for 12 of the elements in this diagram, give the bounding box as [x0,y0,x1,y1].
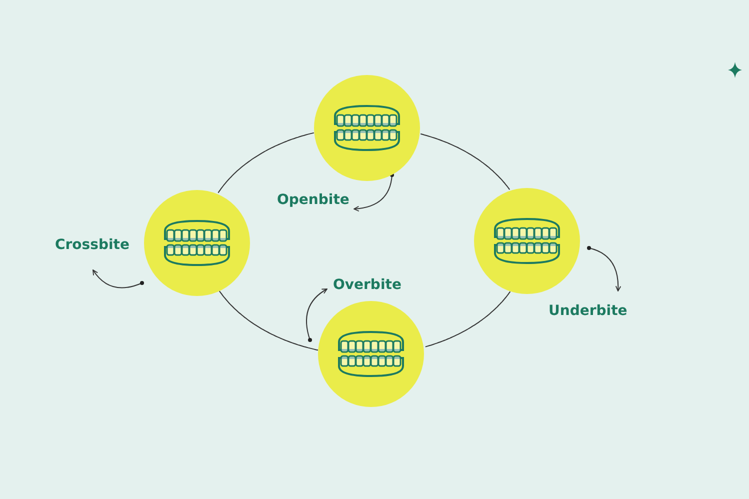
connector-line [424,291,511,348]
connector-line [420,133,510,190]
leader-line [92,270,144,288]
connector-line [218,132,314,194]
leader-line [354,173,394,212]
label-text: Overbite [333,277,402,293]
leader-line [306,288,328,342]
label-text: Openbite [277,192,350,208]
label-text: Underbite [548,303,628,319]
leader-line [587,246,621,292]
label-text: Crossbite [55,237,130,253]
connector-line [218,290,318,351]
